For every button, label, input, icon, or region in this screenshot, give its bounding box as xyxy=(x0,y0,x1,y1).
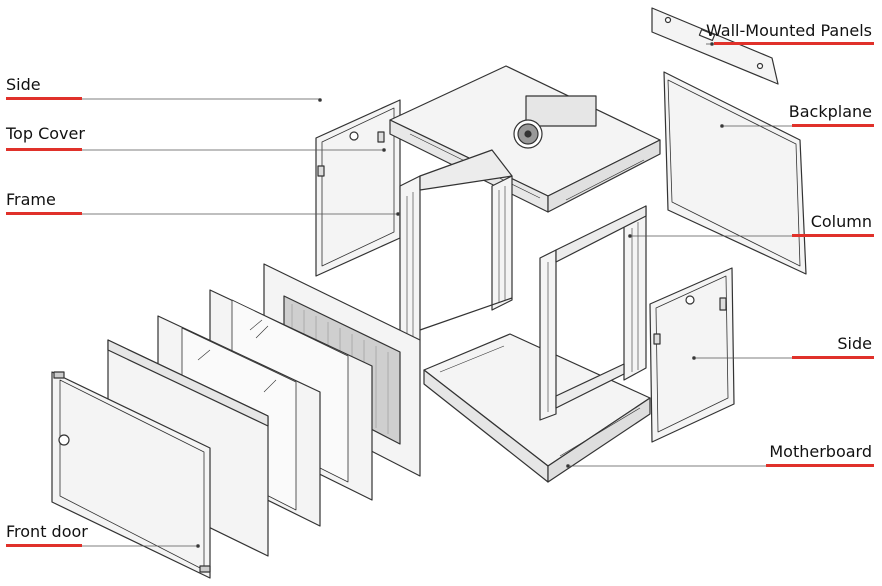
label-frame: Frame xyxy=(6,190,56,209)
label-column: Column xyxy=(810,212,872,231)
label-motherboard: Motherboard xyxy=(769,442,872,461)
front-door-part xyxy=(51,371,211,579)
frame-part xyxy=(399,149,513,351)
column-part xyxy=(539,205,647,421)
label-underline xyxy=(6,544,82,547)
top-cover-part xyxy=(389,65,661,213)
label-underline xyxy=(6,148,82,151)
label-wall-mounted-panels: Wall-Mounted Panels xyxy=(706,21,872,40)
label-front-door: Front door xyxy=(6,522,88,541)
label-underline xyxy=(6,97,82,100)
label-underline xyxy=(792,234,874,237)
label-underline xyxy=(792,124,874,127)
label-underline xyxy=(766,464,874,467)
side-panel-left-part xyxy=(315,99,401,277)
label-top-cover: Top Cover xyxy=(6,124,85,143)
label-side-left: Side xyxy=(6,75,41,94)
label-side-right: Side xyxy=(837,334,872,353)
motherboard-part xyxy=(423,333,651,483)
wall-mounted-panel-part xyxy=(651,7,779,85)
label-underline xyxy=(714,42,874,45)
backplane-part xyxy=(663,71,807,275)
label-backplane: Backplane xyxy=(788,102,872,121)
side-panel-right-part xyxy=(649,267,735,443)
label-underline xyxy=(6,212,82,215)
label-underline xyxy=(792,356,874,359)
